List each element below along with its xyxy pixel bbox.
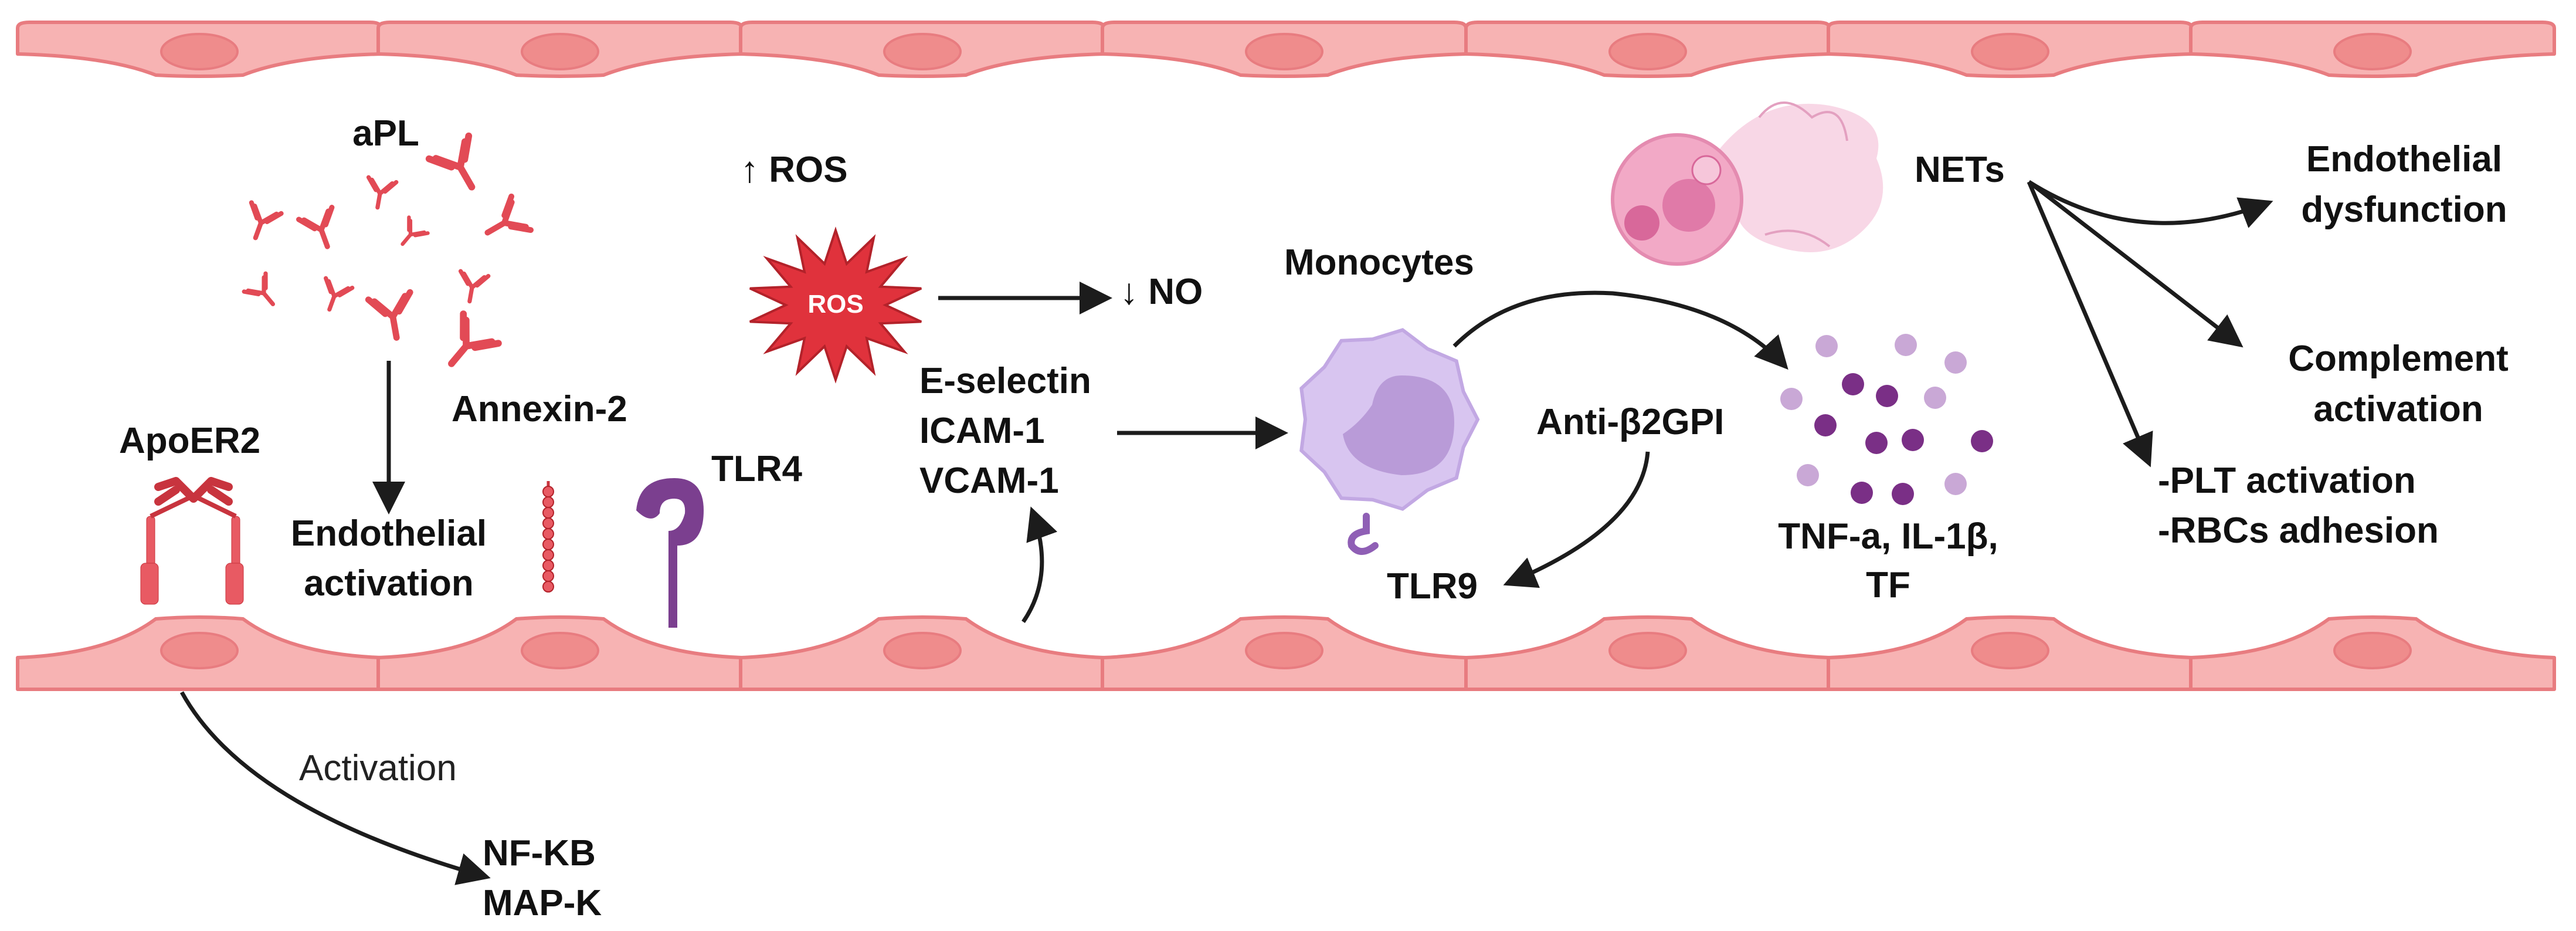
arrow-nets-to-plt	[2027, 181, 2153, 468]
antibody-icon	[401, 215, 430, 246]
endothelial-cell	[376, 615, 744, 691]
antibody-icon	[484, 193, 534, 236]
arrow-nets-to-complement	[2027, 180, 2244, 348]
monocytes-label: Monocytes	[1284, 242, 1474, 283]
endothelial-dysfunction-label-2: dysfunction	[2301, 189, 2507, 230]
cytokine-particle	[1876, 385, 1898, 407]
antibody-icon	[448, 310, 502, 367]
mapk-label: MAP-K	[483, 883, 602, 923]
ros-up-label: ↑ ROS	[741, 150, 848, 190]
endothelium-bottom	[16, 615, 2556, 691]
rbc-adhesion-label: -RBCs adhesion	[2158, 510, 2439, 551]
arrow-monocyte-to-cytokines	[1452, 290, 1788, 370]
endothelial-activation-label-2: activation	[304, 563, 473, 604]
antibody-icon	[296, 205, 335, 249]
cytokine-particle	[1851, 482, 1873, 504]
nfkb-label: NF-KB	[483, 833, 596, 874]
endothelial-cell	[1827, 21, 2194, 78]
icam1-label: ICAM-1	[919, 411, 1045, 451]
annexin2-label: Annexin-2	[452, 389, 627, 429]
anti-b2gpi-label: Anti-β2GPI	[1536, 402, 1724, 442]
cytokine-particle	[1815, 335, 1838, 357]
cytokine-particle	[1780, 388, 1803, 410]
vcam1-label: VCAM-1	[919, 461, 1059, 501]
endothelial-cell	[2189, 615, 2556, 691]
antibody-icon	[366, 175, 399, 210]
antibody-icon	[249, 200, 284, 241]
endothelium-top	[16, 21, 2556, 78]
cytokine-particle	[1944, 351, 1967, 374]
endothelial-cell	[1101, 21, 1468, 78]
apl-label: aPL	[352, 113, 419, 154]
endothelial-cell	[16, 615, 383, 691]
endothelial-cell	[739, 21, 1106, 78]
monocyte-cell	[1299, 328, 1480, 555]
endothelial-cell	[1464, 21, 1831, 78]
tlr9-label: TLR9	[1387, 566, 1478, 607]
arrow-endothelium-to-adhesion	[1021, 506, 1058, 623]
cytokine-particle	[1797, 464, 1819, 486]
apl-antibodies	[242, 132, 534, 367]
tlr4-receptor	[636, 478, 704, 628]
endothelial-activation-label-1: Endothelial	[291, 513, 487, 554]
antibody-icon	[458, 269, 491, 304]
cytokine-particles	[1780, 334, 1993, 505]
ros-starburst: ROS	[749, 226, 922, 384]
endothelial-cell	[1827, 615, 2194, 691]
antibody-icon	[365, 289, 413, 341]
cytokine-particle	[1924, 387, 1946, 409]
cytokines-label-1: TNF-a, IL-1β,	[1778, 516, 1998, 557]
antibody-icon	[242, 271, 276, 306]
endothelial-cell	[739, 615, 1106, 691]
antibody-icon	[324, 276, 355, 312]
cytokine-particle	[1971, 430, 1993, 452]
endothelial-cell	[16, 21, 383, 78]
no-down-label: ↓ NO	[1120, 272, 1203, 312]
annexin2-receptor	[542, 481, 554, 593]
cytokine-particle	[1944, 473, 1967, 495]
cytokine-particle	[1865, 432, 1888, 454]
arrows	[179, 180, 2273, 885]
neutrophil-nets	[1611, 101, 1883, 266]
cytokine-particle	[1895, 334, 1917, 356]
endothelial-cell	[2189, 21, 2556, 78]
cytokines-label-2: TF	[1866, 565, 1910, 605]
apoer2-receptor	[140, 477, 244, 605]
arrow-apoer2-to-nfkb	[179, 691, 491, 885]
cytokine-particle	[1814, 414, 1837, 436]
complement-label-2: activation	[2313, 389, 2483, 429]
endothelial-cell	[376, 21, 744, 78]
cytokine-particle	[1842, 373, 1864, 395]
endothelial-cell	[1464, 615, 1831, 691]
e-selectin-label: E-selectin	[919, 361, 1091, 401]
arrow-antib2gpi-to-tlr9	[1503, 451, 1650, 588]
tlr4-label: TLR4	[711, 449, 803, 489]
activation-label: Activation	[299, 748, 457, 788]
plt-activation-label: -PLT activation	[2158, 461, 2416, 501]
cytokine-particle	[1892, 483, 1914, 505]
nets-label: NETs	[1915, 150, 2005, 190]
complement-label-1: Complement	[2288, 338, 2508, 379]
arrow-nets-to-dysfunction	[2028, 180, 2273, 228]
antibody-icon	[425, 132, 476, 191]
cytokine-particle	[1902, 429, 1924, 451]
ros-burst-label: ROS	[807, 290, 863, 319]
apoer2-label: ApoER2	[119, 421, 260, 461]
endothelial-cell	[1101, 615, 1468, 691]
endothelial-dysfunction-label-1: Endothelial	[2306, 139, 2502, 180]
